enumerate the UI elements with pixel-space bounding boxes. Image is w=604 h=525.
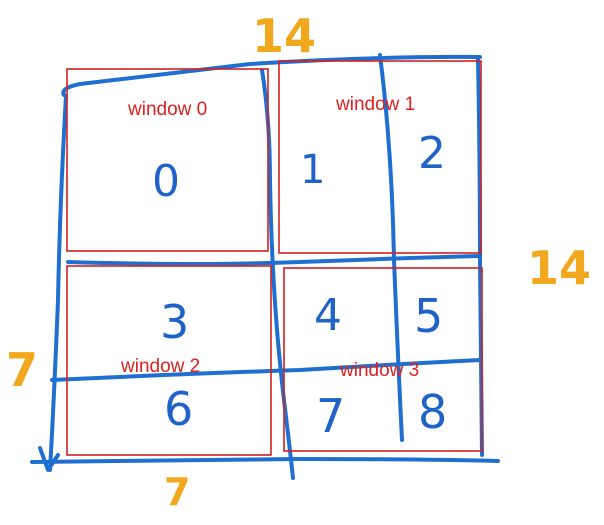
dimension-right: 14 [527, 241, 591, 295]
cell-0: 0 [152, 156, 180, 207]
cell-3: 3 [160, 295, 189, 349]
cell-7: 7 [316, 389, 345, 443]
dimension-bottom: 7 [164, 470, 190, 514]
window-3-box [283, 267, 483, 452]
cell-2: 2 [418, 128, 446, 179]
window-3-label: window 3 [339, 360, 419, 381]
grid-vertical-line-1 [260, 68, 295, 480]
dimension-left: 7 [6, 343, 38, 397]
window-0-box [66, 68, 269, 252]
window-2-label: window 2 [120, 356, 200, 377]
cell-digits: 0 1 2 3 4 5 6 7 8 [152, 128, 447, 443]
cell-5: 5 [414, 289, 443, 343]
cell-8: 8 [418, 385, 447, 439]
dimension-top: 14 [252, 9, 316, 63]
cell-6: 6 [164, 382, 193, 436]
window-0-label: window 0 [127, 99, 207, 120]
grid-horizontal-line-1 [66, 254, 482, 266]
window-1-label: window 1 [335, 94, 415, 115]
grid-horizontal-line-2 [50, 358, 482, 382]
window-1-box [278, 60, 482, 254]
window-boxes [66, 60, 483, 456]
window-2-box [66, 265, 272, 456]
grid-corner-tick [38, 446, 60, 472]
cell-4: 4 [314, 290, 342, 341]
cell-1: 1 [300, 147, 325, 193]
grid-left-line [48, 94, 68, 472]
grid-bottom-line [30, 457, 500, 464]
